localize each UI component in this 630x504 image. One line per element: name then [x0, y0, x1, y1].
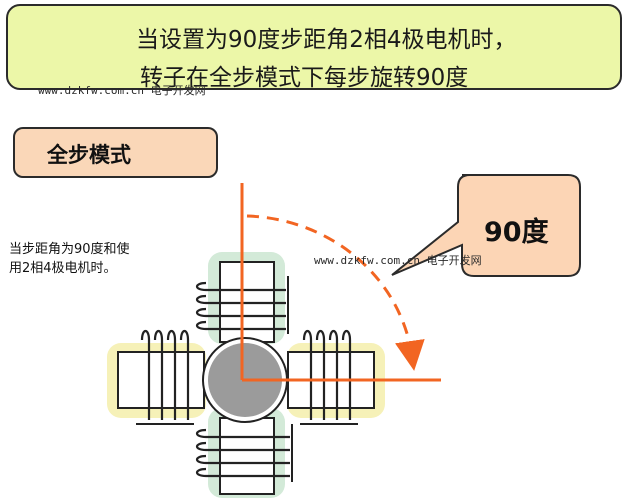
coil-bottom: [195, 417, 293, 495]
banner-line-2: 转子在全步模式下每步旋转90度: [140, 65, 469, 91]
coil-left: [117, 329, 205, 425]
note-line-1: 当步距角为90度和使: [9, 242, 130, 257]
mode-label: 全步模式: [47, 143, 131, 167]
rotation-arc-arrow: [246, 214, 425, 371]
title-banner: 当设置为90度步距角2相4极电机时， 转子在全步模式下每步旋转90度: [6, 4, 622, 91]
note-line-2: 用2相4极电机时。: [9, 261, 117, 276]
watermark-mid: www.dzkfw.com.cn 电子开发网: [314, 254, 482, 267]
coil-top: [195, 261, 289, 343]
watermark-top: www.dzkfw.com.cn 电子开发网: [38, 84, 206, 97]
callout-bubble: [391, 174, 581, 277]
callout-label: 90度: [484, 217, 549, 248]
description-note: 当步距角为90度和使 用2相4极电机时。: [9, 240, 130, 278]
mode-label-box: 全步模式: [13, 127, 218, 178]
banner-line-1: 当设置为90度步距角2相4极电机时，: [136, 27, 517, 53]
